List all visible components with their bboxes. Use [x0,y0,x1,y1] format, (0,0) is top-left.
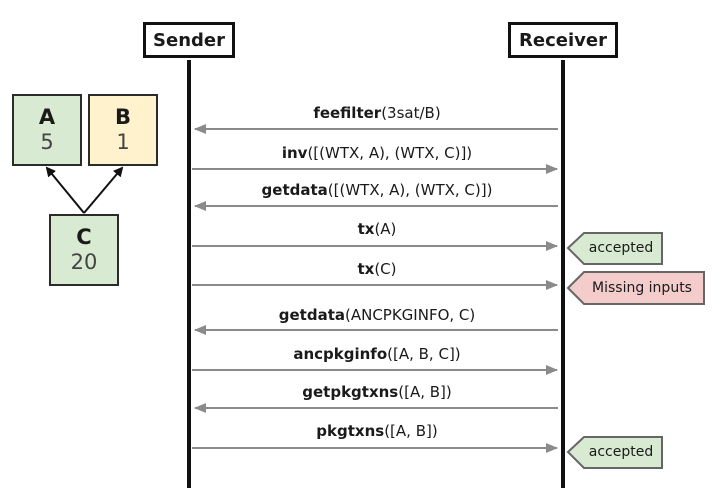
dependency-arrow-c-to-b [83,166,124,214]
receiver-label: Receiver [519,29,607,51]
status-tag-missing-inputs: Missing inputs [580,273,704,303]
package-b: B 1 [88,94,158,166]
sender-actor: Sender [143,22,235,58]
receiver-actor: Receiver [508,22,618,58]
status-tag-1-text: accepted [588,240,654,256]
message-5: tx(C) [192,260,562,278]
message-3-args: ([(WTX, A), (WTX, C)]) [327,181,493,199]
message-4-args: (A) [374,220,397,238]
package-c: C 20 [49,214,119,286]
package-b-name: B [114,105,131,129]
message-5-command: tx [357,260,375,278]
message-1-args: (3sat/B) [381,104,441,122]
status-tag-2-text: Missing inputs [592,280,692,296]
sender-lifeline [187,60,191,488]
message-7: ancpkginfo([A, B, C]) [192,345,562,363]
message-6: getdata(ANCPKGINFO, C) [192,306,562,324]
message-7-args: ([A, B, C]) [387,345,461,363]
dependency-arrow-c-to-a [45,166,85,214]
package-a-fee: 5 [40,130,54,154]
package-b-fee: 1 [116,130,130,154]
message-2: inv([(WTX, A), (WTX, C)]) [192,144,562,162]
message-9-command: pkgtxns [316,422,385,440]
message-4: tx(A) [192,220,562,238]
message-2-args: ([(WTX, A), (WTX, C)]) [307,144,473,162]
message-3: getdata([(WTX, A), (WTX, C)]) [192,181,562,199]
message-6-args: (ANCPKGINFO, C) [344,306,476,324]
status-tag-3-text: accepted [588,444,654,460]
message-3-command: getdata [261,181,328,199]
message-1-command: feefilter [313,104,382,122]
message-2-command: inv [281,144,308,162]
message-8-command: getpkgtxns [302,383,399,401]
package-a: A 5 [12,94,82,166]
sender-label: Sender [153,29,225,51]
message-4-command: tx [357,220,375,238]
message-7-command: ancpkginfo [293,345,388,363]
status-tag-2-shape [566,271,705,305]
receiver-lifeline [561,60,565,488]
message-6-command: getdata [278,306,345,324]
package-a-name: A [38,105,56,129]
package-c-fee: 20 [70,250,98,274]
message-8: getpkgtxns([A, B]) [192,383,562,401]
message-8-args: ([A, B]) [398,383,452,401]
status-tag-3-shape [566,436,663,469]
status-tag-accepted-a: accepted [580,233,662,263]
message-1: feefilter(3sat/B) [192,104,562,122]
status-tag-1-shape [566,232,663,265]
message-9: pkgtxns([A, B]) [192,422,562,440]
message-9-args: ([A, B]) [384,422,438,440]
status-tag-accepted-pkg: accepted [580,437,662,467]
package-c-name: C [76,225,92,249]
message-5-args: (C) [374,260,397,278]
